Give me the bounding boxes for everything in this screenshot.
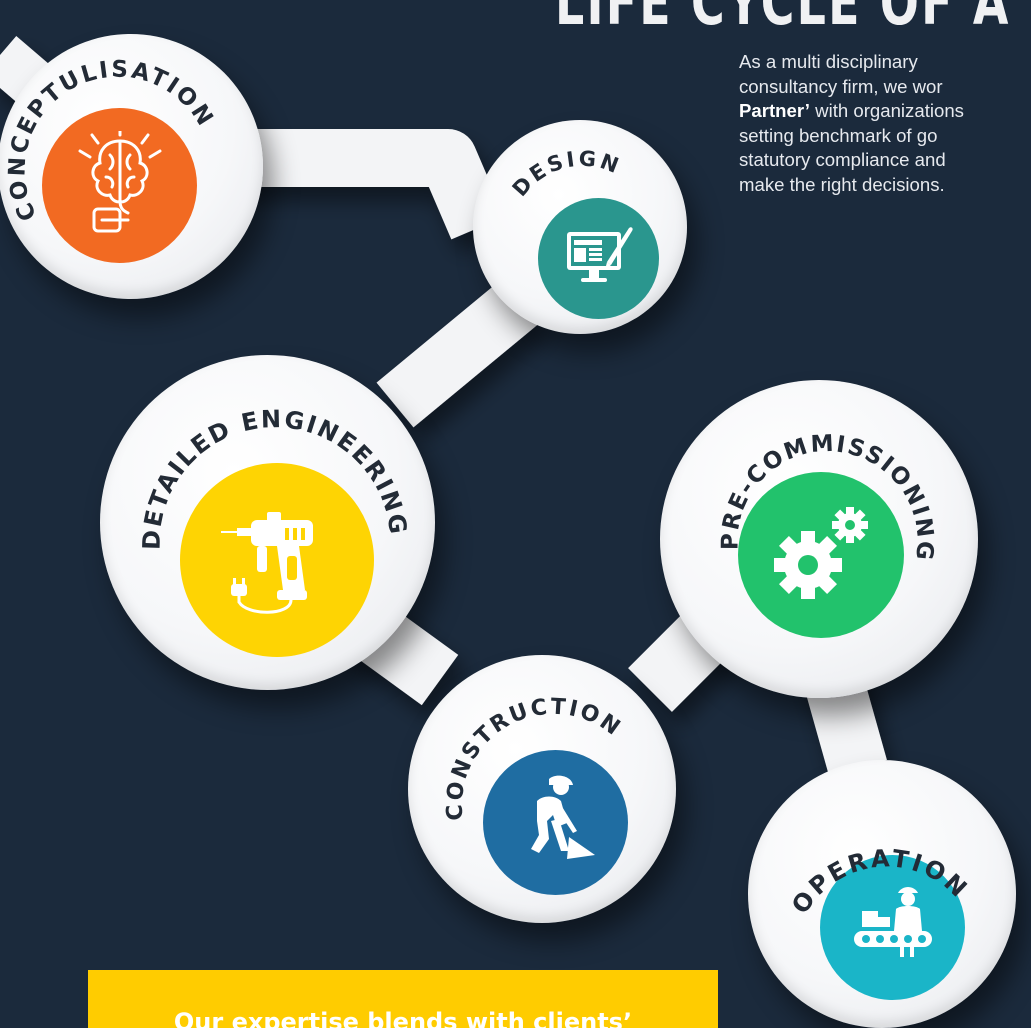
- intro-line: consultancy firm, we wor: [739, 75, 943, 97]
- worker-shovel-icon: [511, 775, 601, 870]
- gears-icon: [766, 503, 876, 608]
- stage-pre-commissioning: PRE-COMMISSIONING: [660, 380, 978, 698]
- conveyor-worker-icon: [848, 885, 938, 970]
- stage-disc: [738, 472, 904, 638]
- drill-icon: [217, 498, 337, 623]
- stage-construction: CONSTRUCTION: [408, 655, 676, 923]
- banner-text: Our expertise blends with clients’: [173, 1008, 633, 1028]
- stage-operation: OPERATION: [748, 760, 1016, 1028]
- intro-line-rest: with organizations: [809, 100, 964, 121]
- intro-line: Partner’ with organizations: [739, 99, 1031, 124]
- brain-bulb-icon: [72, 129, 168, 240]
- stage-detailed-engineering: DETAILED ENGINEERING: [100, 355, 435, 690]
- stage-disc: [538, 198, 659, 319]
- stage-disc: [483, 750, 628, 895]
- intro-line: make the right decisions.: [739, 173, 945, 195]
- page-title: LIFE CYCLE OF A P: [555, 0, 1031, 39]
- intro-paragraph: As a multi disciplinary consultancy firm…: [739, 50, 1031, 197]
- intro-line: As a multi disciplinary: [739, 51, 918, 72]
- intro-line: statutory compliance and: [739, 149, 946, 170]
- intro-bold-text: Partner’: [739, 100, 810, 121]
- stage-disc: [42, 108, 197, 263]
- info-banner: Our expertise blends with clients’: [88, 970, 718, 1028]
- stage-disc: [820, 855, 965, 1000]
- monitor-brush-icon: [563, 222, 635, 295]
- stage-disc: [180, 463, 374, 657]
- stage-design: DESIGN: [473, 120, 687, 334]
- intro-line: setting benchmark of go: [739, 124, 938, 146]
- stage-conceptualisation: CONCEPTULISATION: [0, 34, 263, 299]
